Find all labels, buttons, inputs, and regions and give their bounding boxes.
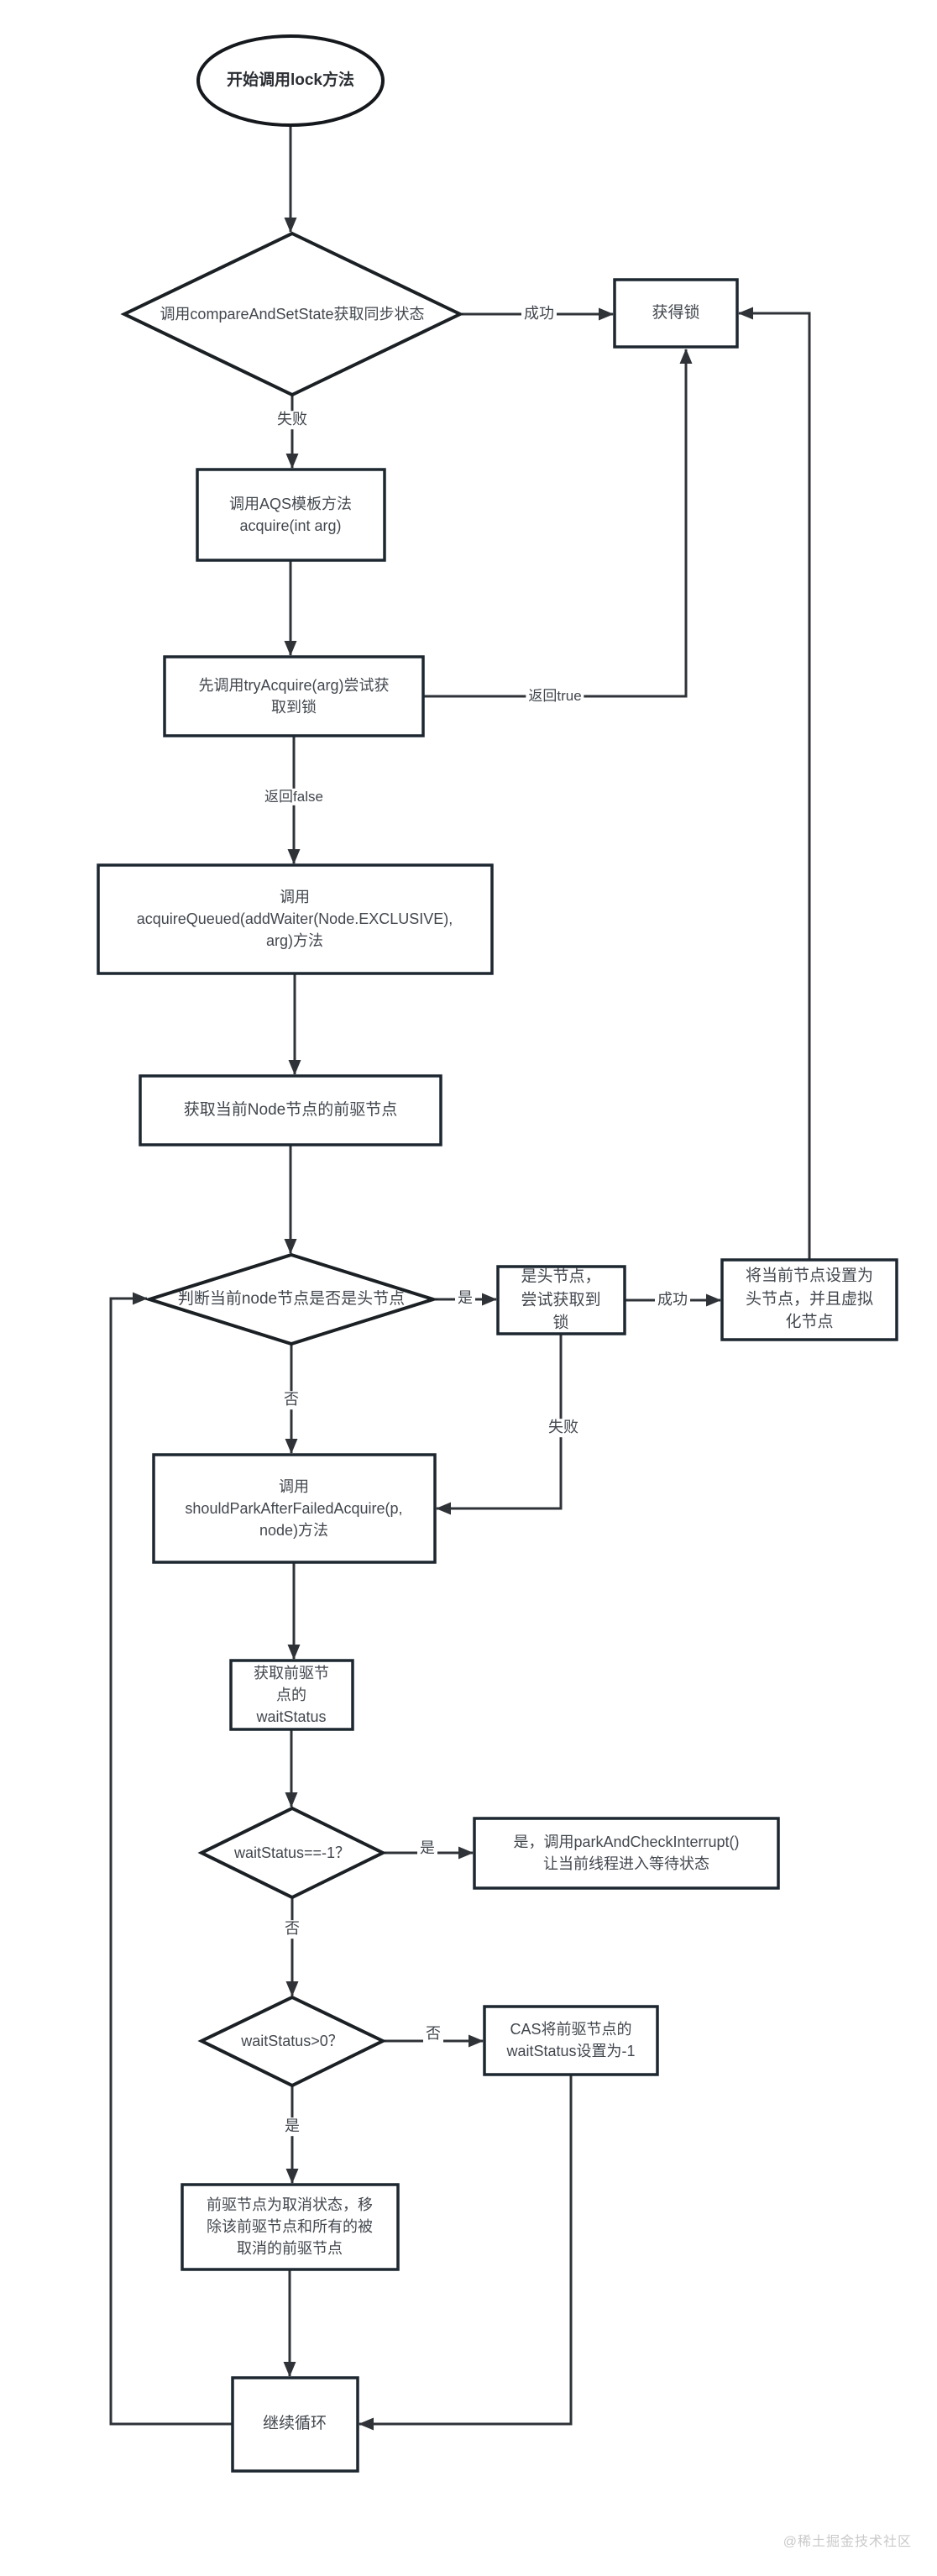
lock-acquired-box-shape: [613, 278, 739, 349]
cas-set-wait-status-box-shape: [483, 2005, 659, 2076]
head-try-lock-box-shape: [496, 1265, 626, 1335]
aqs-acquire-box-shape: [196, 468, 386, 562]
set-head-node-box-shape: [720, 1258, 898, 1341]
edge-tryacquire-to-lock: [423, 349, 693, 698]
acquire-queued-box-shape: [97, 863, 494, 975]
edge-cas-to-loop: [359, 2075, 573, 2431]
park-and-check-box-shape: [473, 1817, 780, 1890]
decision-wait-status-gt-zero-shape: [197, 1995, 387, 2088]
get-predecessor-box-shape: [139, 1074, 442, 1146]
decision-wait-status-minus-one-shape: [197, 1806, 387, 1900]
edge-loop-to-isheadnode: [109, 1292, 233, 2426]
edge-headtrylock-to-shouldpark: [436, 1334, 563, 1515]
continue-loop-box-shape: [231, 2376, 359, 2473]
remove-cancelled-box-shape: [181, 2183, 400, 2271]
terminal-start-shape: [196, 34, 385, 127]
edge-sethead-to-lock: [738, 307, 811, 1260]
try-acquire-box-shape: [163, 655, 425, 737]
decision-compare-and-set-state-shape: [120, 231, 464, 397]
decision-is-head-node-shape: [144, 1252, 439, 1346]
get-wait-status-box-shape: [229, 1659, 354, 1731]
should-park-box-shape: [152, 1453, 437, 1564]
